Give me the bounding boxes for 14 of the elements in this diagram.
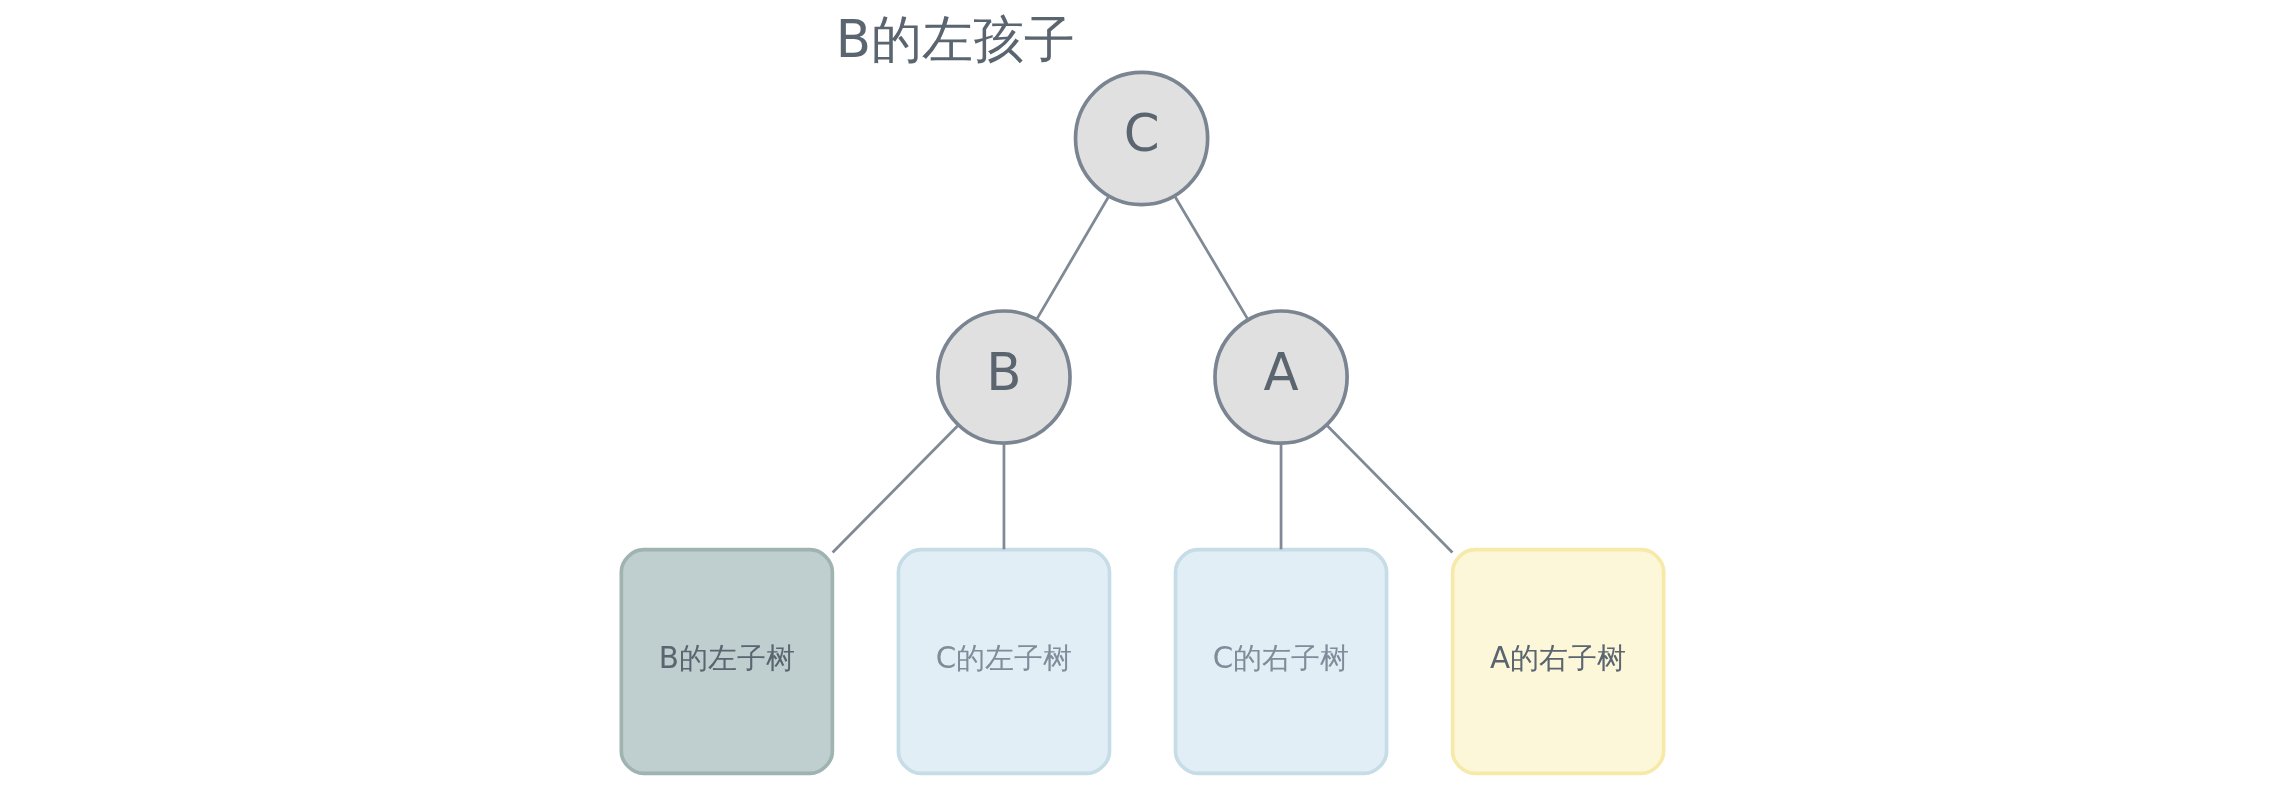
node-box: C的左子树 [896,547,1111,776]
connector [831,424,959,554]
node-box: B的左子树 [619,547,834,776]
connector [1035,195,1110,320]
connector [1325,424,1453,554]
node-box: A的右子树 [1450,547,1665,776]
connector [1002,443,1005,550]
node-circle: A [1212,309,1349,445]
node-circle: B [935,309,1072,445]
connector [1279,443,1282,550]
node-circle: C [1073,70,1209,207]
node-box: C的右子树 [1173,547,1388,776]
node-label: B的左孩子 [835,8,1075,69]
connector [1172,195,1249,320]
